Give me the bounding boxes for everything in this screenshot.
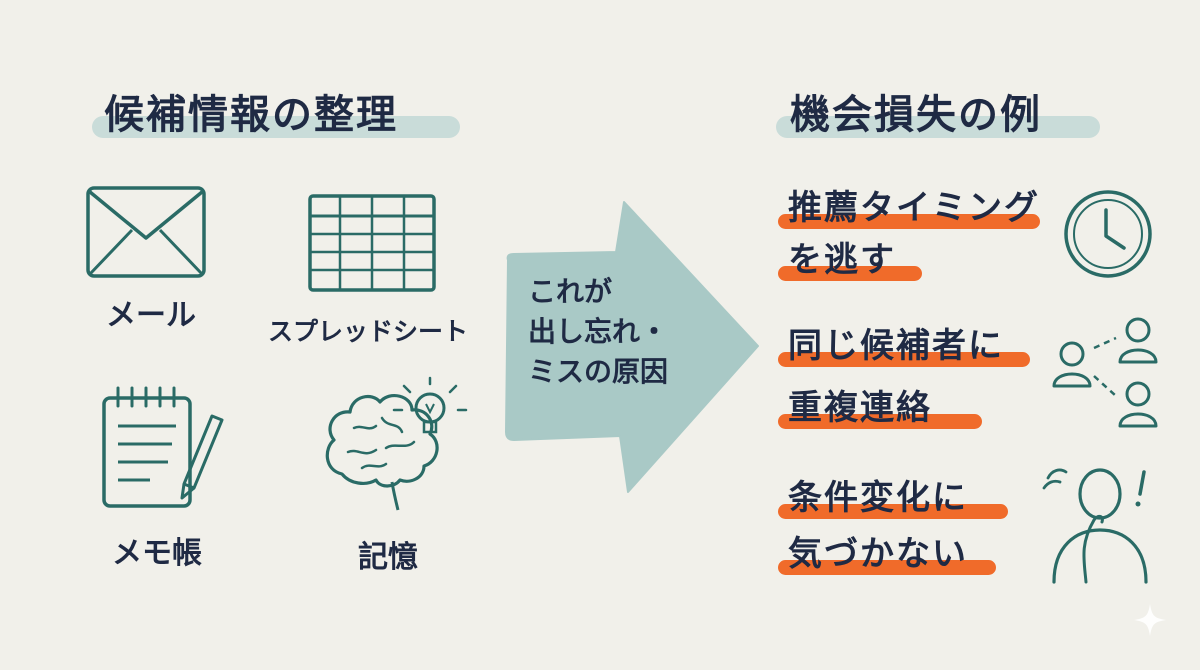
spreadsheet-icon (306, 192, 438, 296)
arrow-shape (500, 196, 764, 496)
example-2-line-2: 重複連絡 (788, 388, 932, 428)
example-3-line-2-highlight (778, 560, 996, 575)
example-3-line-2: 気づかない (788, 534, 968, 574)
example-1-line-1-highlight (778, 214, 1040, 229)
confused-person-icon (1040, 460, 1164, 584)
right-title: 機会損失の例 (790, 92, 1042, 138)
example-2-line-2-highlight (778, 414, 982, 429)
source-label-mail: メール (106, 298, 196, 333)
sparkle-icon (1134, 604, 1166, 636)
arrow-text-line-2: 出し忘れ・ (528, 315, 669, 348)
clock-icon (1062, 188, 1154, 280)
example-2-line-1: 同じ候補者に (788, 326, 1004, 366)
notepad-icon (98, 380, 226, 512)
example-1-line-1: 推薦タイミング (788, 188, 1040, 228)
right-title-highlight (776, 116, 1100, 138)
arrow-text-line-3: ミスの原因 (528, 355, 669, 388)
example-3-line-1: 条件変化に (788, 478, 968, 518)
example-2-line-1-highlight (778, 352, 1030, 367)
example-1-line-2-highlight (778, 266, 922, 281)
example-3-line-1-highlight (778, 504, 1008, 519)
arrow-text-line-1: これが (528, 275, 613, 308)
left-title-highlight (92, 116, 460, 138)
example-1-line-2: を逃す (788, 240, 896, 280)
brain-icon (318, 378, 468, 520)
source-label-memory: 記憶 (358, 540, 418, 575)
envelope-icon (84, 184, 208, 282)
source-label-spreadsheet: スプレッドシート (268, 317, 469, 346)
left-title: 候補情報の整理 (104, 92, 398, 138)
people-icon (1050, 316, 1162, 428)
source-label-notepad: メモ帳 (112, 536, 202, 571)
